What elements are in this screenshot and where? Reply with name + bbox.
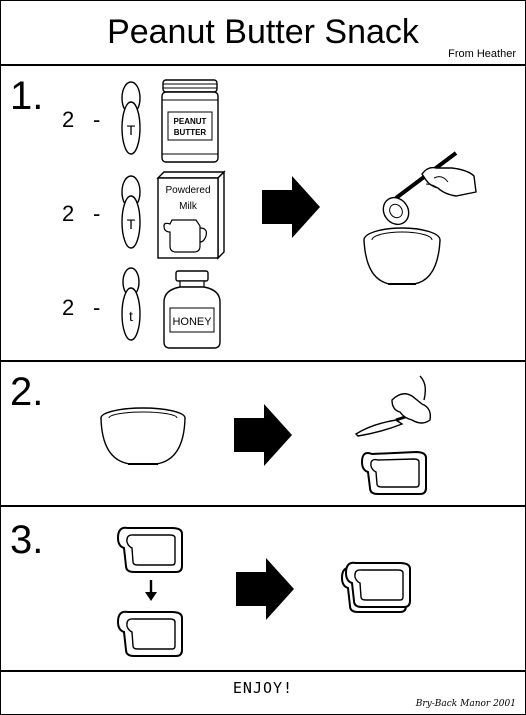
- arrow-right-icon: [234, 404, 292, 466]
- arrow-right-icon: [236, 558, 294, 620]
- honey-jar-icon: HONEY: [163, 270, 221, 349]
- ingredient-3-dash: -: [93, 295, 101, 320]
- divider-step3: [0, 670, 526, 672]
- step-1-number: 1.: [10, 74, 44, 118]
- ingredient-1-dash: -: [93, 107, 101, 132]
- tablespoon-icon: T: [121, 175, 141, 249]
- jar-label-line2: BUTTER: [174, 128, 207, 137]
- step-3-number: 3.: [10, 518, 44, 562]
- ingredient-1-qty: 2: [62, 107, 75, 132]
- ingredient-2-dash: -: [93, 201, 101, 226]
- peanut-butter-jar-icon: PEANUT BUTTER: [161, 79, 219, 163]
- step-2-number: 2.: [10, 370, 44, 414]
- tablespoon-icon: T: [121, 81, 141, 155]
- enjoy-text: ENJOY!: [232, 679, 294, 697]
- sandwich-icon: [340, 561, 411, 613]
- bowl-icon: [100, 407, 186, 465]
- bread-slice-icon: [116, 526, 183, 573]
- box-label-line2: Milk: [179, 201, 198, 212]
- arrow-right-icon: [262, 176, 320, 238]
- arrow-down-icon: [145, 580, 157, 601]
- box-label-line1: Powdered: [165, 185, 210, 196]
- brand-signature: Bry-Back Manor 2001: [415, 699, 516, 709]
- teaspoon-icon: t: [121, 267, 141, 341]
- spoon-letter: T: [127, 122, 136, 138]
- page-title: Peanut Butter Snack: [107, 13, 419, 51]
- bread-slice-icon: [116, 610, 183, 657]
- jar-label-line1: PEANUT: [174, 117, 207, 126]
- spoon-letter: t: [129, 308, 133, 324]
- ingredient-2-qty: 2: [62, 201, 75, 226]
- mixing-bowl-spoon-icon: [363, 151, 477, 285]
- credit-text: From Heather: [448, 48, 516, 60]
- ingredient-3-qty: 2: [62, 295, 75, 320]
- divider-title: [0, 64, 526, 66]
- powdered-milk-box-icon: Powdered Milk: [156, 170, 226, 260]
- spoon-letter: T: [127, 216, 136, 232]
- divider-step1: [0, 360, 526, 362]
- jar-label: HONEY: [172, 316, 212, 328]
- divider-step2: [0, 505, 526, 507]
- knife-spread-bread-icon: [354, 375, 432, 495]
